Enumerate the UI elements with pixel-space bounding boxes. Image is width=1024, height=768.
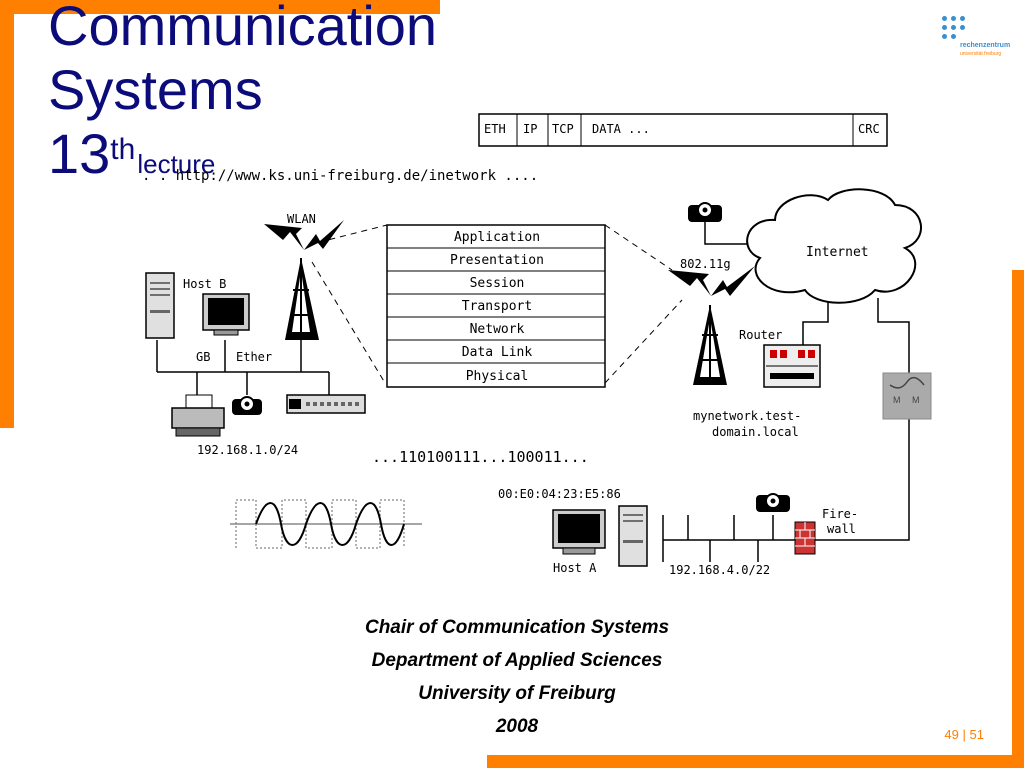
packet-field-crc: CRC — [858, 122, 880, 136]
osi-layer-transport: Transport — [462, 299, 532, 314]
phone-icon — [756, 493, 790, 512]
packet-field-eth: ETH — [484, 122, 506, 136]
host-b-computer-icon — [145, 272, 250, 339]
credit-chair: Chair of Communication Systems — [364, 617, 670, 638]
orange-bar-bottom — [487, 755, 1024, 768]
packet-frame: ETH IP TCP DATA ... CRC — [478, 113, 888, 147]
title-line-1: Communication — [48, 0, 438, 57]
lecture-word: lecture — [137, 149, 216, 179]
wlan-label: WLAN — [287, 212, 316, 226]
domain-label-line-1: mynetwork.test- — [693, 409, 801, 423]
phone-icon — [688, 202, 722, 222]
osi-stack: Application Presentation Session Transpo… — [386, 224, 606, 388]
orange-bar-right — [1012, 270, 1024, 768]
printer-icon — [171, 394, 225, 437]
net-a-label: 192.168.4.0/22 — [669, 563, 770, 577]
url-text: . . http://www.ks.uni-freiburg.de/inetwo… — [142, 168, 538, 184]
credit-year: 2008 — [495, 716, 539, 737]
phone-icon — [232, 396, 262, 415]
page-current: 49 — [944, 727, 959, 742]
osi-layer-physical: Physical — [466, 369, 529, 384]
osi-layer-datalink: Data Link — [462, 345, 533, 360]
page-total: 51 — [969, 727, 984, 742]
title-line-3: 13thlecture — [48, 122, 437, 196]
host-a-label: Host A — [553, 561, 597, 575]
svg-text:M: M — [912, 395, 920, 405]
credit-university: University of Freiburg — [418, 683, 616, 704]
internet-cloud-icon — [746, 188, 922, 304]
network-switch-icon — [286, 394, 366, 414]
credit-department: Department of Applied Sciences — [371, 650, 663, 671]
firewall-label-line-2: wall — [827, 522, 856, 536]
slide-title: Communication Systems 13thlecture — [48, 0, 437, 196]
host-a-computer-icon — [552, 505, 648, 567]
modem-icon: M M — [882, 372, 932, 420]
ether-label: Ether — [236, 350, 272, 364]
osi-layer-application: Application — [454, 230, 540, 245]
packet-field-tcp: TCP — [552, 122, 574, 136]
bit-stream-text: ...110100111...100011... — [372, 448, 589, 466]
firewall-label-line-1: Fire- — [822, 507, 858, 521]
lecture-suffix: th — [110, 133, 136, 166]
gb-label: GB — [196, 350, 210, 364]
domain-label-line-2: domain.local — [712, 425, 799, 439]
router-label: Router — [739, 328, 782, 342]
net-b-label: 192.168.1.0/24 — [197, 443, 298, 457]
orange-bar-left — [0, 0, 14, 428]
packet-field-ip: IP — [523, 122, 537, 136]
host-b-label: Host B — [183, 277, 226, 291]
signal-wave-icon — [230, 499, 422, 549]
firewall-icon — [794, 521, 816, 555]
osi-layer-presentation: Presentation — [450, 253, 544, 268]
internet-wiring — [704, 222, 910, 541]
osi-layer-session: Session — [470, 276, 525, 291]
title-line-2: Systems — [48, 58, 263, 121]
wlan-tower-icon — [264, 220, 344, 340]
svg-text:M: M — [893, 395, 901, 405]
wifi-standard-label: 802.11g — [680, 257, 731, 271]
mac-address-label: 00:E0:04:23:E5:86 — [498, 487, 621, 501]
logo-subtitle: universität freiburg — [960, 51, 1002, 57]
orange-bar-top — [0, 0, 440, 14]
wifi-tower-icon — [668, 266, 755, 385]
internet-label: Internet — [806, 245, 869, 260]
page-number: 49 | 51 — [944, 727, 984, 742]
rechenzentrum-logo: rechenzentrum universität freiburg — [940, 14, 1020, 64]
logo-name: rechenzentrum — [960, 42, 1011, 49]
lan-b-wiring — [156, 340, 330, 400]
page-separator: | — [962, 727, 966, 742]
router-icon — [763, 344, 821, 388]
osi-layer-network: Network — [470, 322, 525, 337]
lecture-number: 13 — [48, 122, 111, 185]
lan-a-wiring — [662, 515, 818, 562]
packet-field-data: DATA ... — [592, 122, 650, 136]
